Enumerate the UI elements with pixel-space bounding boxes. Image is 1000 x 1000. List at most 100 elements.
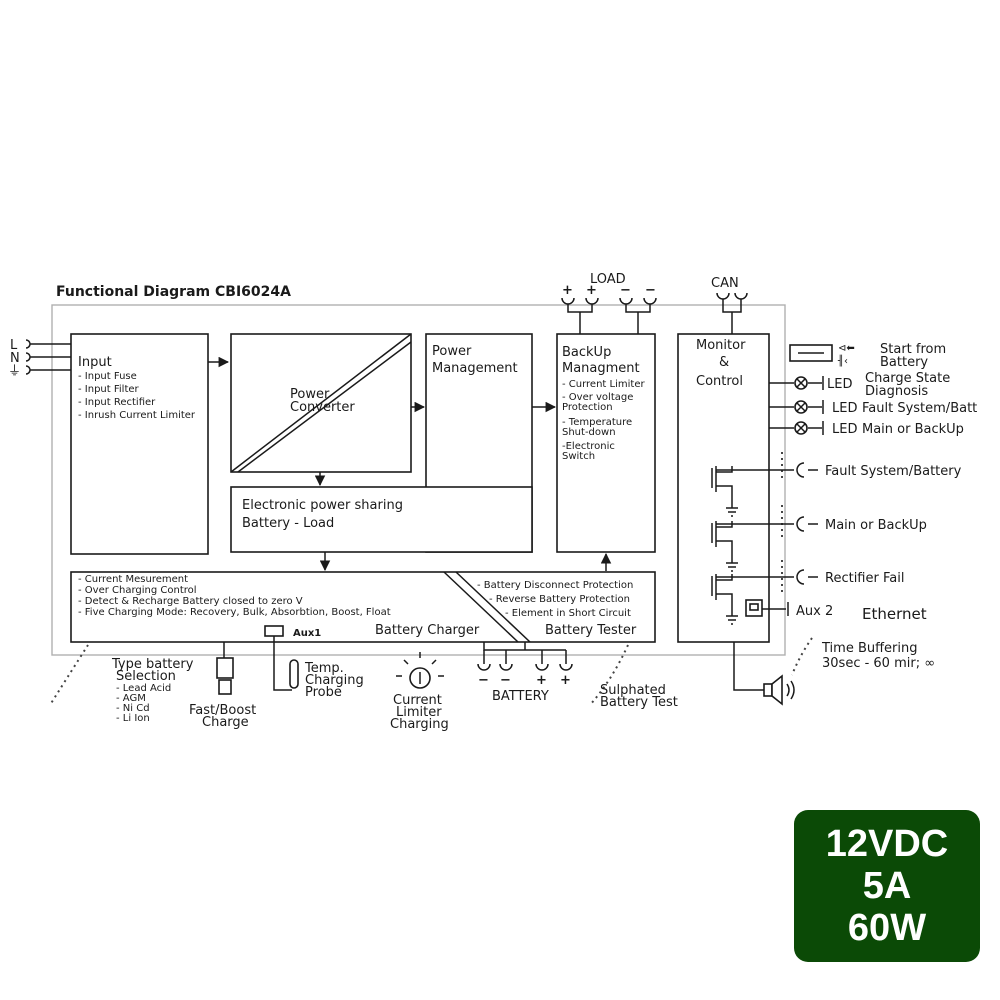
temp-probe-label: Charging bbox=[305, 673, 364, 688]
power-management-title: Power bbox=[432, 344, 472, 359]
power-converter-title: Converter bbox=[290, 400, 355, 415]
terminal-ground-label: ⏚ bbox=[8, 364, 21, 379]
current-limiter-label: Charging bbox=[390, 717, 449, 732]
start-from-battery-label: Start from bbox=[880, 342, 946, 357]
temp-charging-probe: Temp. Charging Probe bbox=[273, 636, 364, 700]
current-limiter-label: Limiter bbox=[396, 705, 442, 720]
aux1-label: Aux1 bbox=[293, 628, 321, 639]
sulphated-battery-test: Sulphated Battery Test bbox=[589, 644, 678, 710]
power-converter-block: Power Converter bbox=[230, 333, 412, 473]
aux2-ethernet: Aux 2 Ethernet bbox=[762, 602, 927, 623]
monitor-title: Monitor bbox=[696, 338, 746, 353]
relay-label: Fault System/Battery bbox=[825, 464, 962, 479]
start-from-battery-label: Battery bbox=[880, 355, 928, 370]
input-item: - Input Fuse bbox=[78, 371, 137, 382]
backup-item: Shut-down bbox=[562, 427, 616, 438]
load-polarity: + bbox=[562, 283, 573, 298]
current-limiter-charging: Current Limiter Charging bbox=[390, 652, 449, 732]
monitor-control-block: Monitor & Control bbox=[677, 333, 770, 643]
power-management-title: Management bbox=[432, 361, 518, 376]
time-buffering: Time Buffering 30sec - 60 mir; ∞ bbox=[791, 637, 935, 676]
spec-current: 5A bbox=[862, 865, 912, 907]
speaker-icon bbox=[733, 642, 795, 706]
temp-probe-label: Probe bbox=[305, 685, 342, 700]
fast-boost-label: Fast/Boost bbox=[189, 703, 256, 718]
backup-item: -Electronic bbox=[562, 441, 615, 452]
load-polarity: − bbox=[620, 283, 631, 298]
led-label: Fault System/Batt bbox=[862, 401, 977, 416]
fast-boost-label: Charge bbox=[202, 715, 249, 730]
backup-item: - Temperature bbox=[562, 417, 632, 428]
temp-probe-label: Temp. bbox=[304, 661, 344, 676]
spec-power: 60W bbox=[847, 907, 927, 949]
current-limiter-label: Current bbox=[393, 693, 442, 708]
time-buffering-label: 30sec - 60 mir; ∞ bbox=[822, 656, 935, 671]
relay-label: Main or BackUp bbox=[825, 518, 927, 533]
battery-icon: ╢‹ bbox=[838, 354, 848, 367]
power-sharing-block: Electronic power sharing Battery - Load bbox=[230, 486, 533, 553]
led-prefix: LED bbox=[832, 422, 857, 437]
battery-type-option: - Lead Acid bbox=[116, 683, 171, 694]
sulphated-label: Battery Test bbox=[600, 695, 678, 710]
battery-polarity: + bbox=[560, 673, 571, 688]
relay-outputs: Fault System/Battery Main or BackUp Rect… bbox=[716, 452, 962, 592]
led-label: Main or BackUp bbox=[862, 422, 964, 437]
outer-frame bbox=[51, 304, 786, 656]
input-terminals: L N ⏚ bbox=[8, 338, 72, 379]
battery-terminals: − − + + BATTERY bbox=[477, 642, 573, 704]
led-prefix: LED bbox=[832, 401, 857, 416]
monitor-title: & bbox=[719, 355, 729, 370]
input-block: Input - Input Fuse - Input Filter - Inpu… bbox=[70, 333, 209, 555]
aux1-connector-icon bbox=[264, 625, 284, 637]
battery-type-option: - Ni Cd bbox=[116, 703, 150, 714]
backup-title: Managment bbox=[562, 361, 640, 376]
start-from-battery: ⊲⬅ ╢‹ Start from Battery bbox=[789, 342, 946, 370]
load-polarity: + bbox=[586, 283, 597, 298]
battery-type-title: Selection bbox=[116, 669, 176, 684]
relay-label: Rectifier Fail bbox=[825, 571, 904, 586]
load-polarity: − bbox=[645, 283, 656, 298]
relay-transistor-icon bbox=[711, 466, 738, 517]
charger-item: - Five Charging Mode: Recovery, Bulk, Ab… bbox=[78, 607, 391, 618]
backup-title: BackUp bbox=[562, 345, 611, 360]
sulphated-label: Sulphated bbox=[600, 683, 666, 698]
spec-badge: 12VDC 5A 60W bbox=[794, 810, 980, 962]
diagram-title: Functional Diagram CBI6024A bbox=[56, 284, 291, 300]
input-block-title: Input bbox=[78, 355, 112, 370]
battery-charger-title: Battery Charger bbox=[375, 623, 480, 638]
spec-voltage: 12VDC bbox=[825, 823, 949, 865]
battery-type-option: - AGM bbox=[116, 693, 146, 704]
thermometer-icon bbox=[289, 659, 299, 689]
tester-item: - Element in Short Circuit bbox=[505, 608, 631, 619]
led-label: Diagnosis bbox=[865, 384, 928, 399]
fast-boost-charge: Fast/Boost Charge bbox=[189, 642, 256, 730]
led-indicators: LED Charge State Diagnosis LED Fault Sys… bbox=[769, 371, 977, 437]
battery-tester-title: Battery Tester bbox=[545, 623, 637, 638]
input-lines bbox=[30, 343, 72, 371]
ethernet-port-detail bbox=[749, 603, 759, 611]
input-item: - Inrush Current Limiter bbox=[78, 410, 196, 421]
charger-item: - Current Mesurement bbox=[78, 574, 188, 585]
tester-item: - Reverse Battery Protection bbox=[489, 594, 630, 605]
terminal-n-label: N bbox=[10, 351, 20, 366]
charger-item: - Detect & Recharge Battery closed to ze… bbox=[78, 596, 303, 607]
relay-transistor-icon bbox=[711, 521, 738, 572]
connector-icon: ⊲⬅ bbox=[838, 343, 855, 354]
battery-label: BATTERY bbox=[492, 689, 549, 704]
terminal-connectors bbox=[25, 339, 31, 375]
battery-polarity: + bbox=[536, 673, 547, 688]
battery-type-title: Type battery bbox=[111, 657, 194, 672]
led-label: Charge State bbox=[865, 371, 950, 386]
terminal-l-label: L bbox=[10, 338, 18, 353]
backup-item: - Current Limiter bbox=[562, 379, 645, 390]
battery-polarity: − bbox=[500, 673, 511, 688]
tester-item: - Battery Disconnect Protection bbox=[477, 580, 633, 591]
power-sharing-title: Battery - Load bbox=[242, 516, 334, 531]
can-terminal: CAN bbox=[711, 276, 748, 334]
charger-tester-block: - Current Mesurement - Over Charging Con… bbox=[70, 571, 656, 643]
backup-item: - Over voltage bbox=[562, 392, 633, 403]
load-label: LOAD bbox=[590, 272, 626, 287]
battery-type-option: - Li Ion bbox=[116, 713, 150, 724]
input-item: - Input Rectifier bbox=[78, 397, 156, 408]
